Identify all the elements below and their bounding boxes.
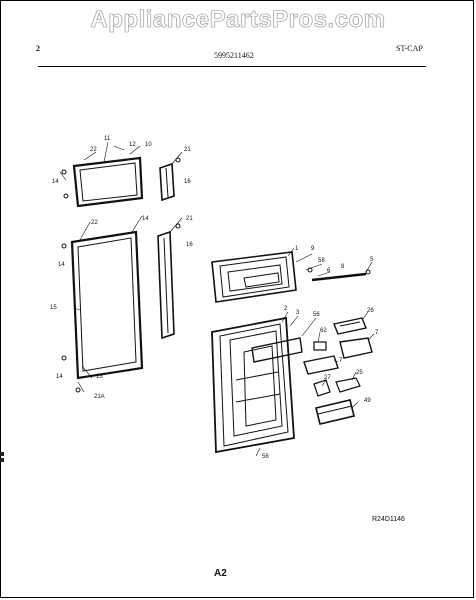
callout-25: 25 bbox=[356, 370, 363, 376]
fresh-food-door-liner-part-2 bbox=[211, 316, 303, 454]
callout-8: 8 bbox=[341, 264, 345, 270]
callout-14c: 14 bbox=[58, 262, 65, 268]
bracket-part-27 bbox=[313, 379, 331, 397]
callout-2: 2 bbox=[284, 306, 288, 312]
callout-15: 15 bbox=[50, 305, 57, 311]
reference-code: R24D1146 bbox=[372, 516, 405, 523]
door-shelf-part-7 bbox=[339, 337, 373, 359]
freezer-door-liner-part-1 bbox=[211, 251, 297, 303]
callout-16b: 16 bbox=[186, 242, 193, 248]
callout-11: 11 bbox=[104, 136, 111, 142]
callout-56: 56 bbox=[313, 312, 320, 318]
door-bin-part-49 bbox=[315, 399, 355, 425]
callout-21a: 21 bbox=[184, 147, 191, 153]
model-number: 5995211462 bbox=[214, 51, 254, 60]
callout-7a: 7 bbox=[375, 330, 379, 336]
fresh-food-gasket-part-15 bbox=[70, 230, 144, 380]
callout-27: 27 bbox=[324, 375, 331, 381]
callout-3: 3 bbox=[296, 310, 300, 316]
callout-22b: 22 bbox=[91, 220, 98, 226]
callout-21A: 21A bbox=[94, 394, 105, 400]
callout-22a: 22 bbox=[90, 147, 97, 153]
callout-62: 62 bbox=[320, 328, 327, 334]
callout-14a: 14 bbox=[52, 179, 59, 185]
callout-49: 49 bbox=[364, 398, 371, 404]
callout-14b: 14 bbox=[142, 216, 149, 222]
callout-6: 6 bbox=[327, 268, 331, 274]
callout-5: 5 bbox=[370, 257, 374, 263]
door-shelf-part-7b bbox=[303, 355, 339, 375]
callout-14d: 14 bbox=[56, 374, 63, 380]
freezer-handle-trim-part-18 bbox=[159, 162, 175, 202]
leader-lines bbox=[59, 141, 375, 457]
binding-marks bbox=[0, 450, 6, 468]
screws bbox=[61, 157, 371, 393]
watermark-text: AppliancePartsPros.com bbox=[90, 6, 386, 34]
callout-21b: 21 bbox=[186, 216, 193, 222]
section-code: ST-CAP bbox=[396, 44, 423, 53]
header-rule bbox=[38, 66, 426, 67]
callout-1: 1 bbox=[295, 246, 299, 252]
callout-10: 10 bbox=[145, 142, 152, 148]
callout-7b: 7 bbox=[339, 358, 343, 364]
callout-58b: 58 bbox=[262, 454, 269, 460]
callout-58a: 58 bbox=[318, 258, 325, 264]
dairy-compartment-part-26 bbox=[333, 317, 367, 335]
callout-26: 26 bbox=[367, 308, 374, 314]
fresh-food-handle-trim-part-18 bbox=[157, 230, 175, 340]
freezer-gasket-part-11 bbox=[72, 156, 144, 208]
callout-16a: 16 bbox=[184, 179, 191, 185]
page-label: A2 bbox=[214, 568, 227, 579]
clip-part-62 bbox=[313, 341, 327, 351]
callout-12: 12 bbox=[129, 142, 136, 148]
egg-tray-part-25 bbox=[335, 377, 361, 393]
callout-9: 9 bbox=[311, 246, 315, 252]
shelf-rod-part-8 bbox=[311, 272, 367, 282]
page-number: 2 bbox=[36, 44, 40, 53]
callout-13: 13 bbox=[96, 374, 103, 380]
callout-labels: 11 12 10 22 21 16 14 14 22 21 14 16 15 1… bbox=[50, 136, 379, 460]
